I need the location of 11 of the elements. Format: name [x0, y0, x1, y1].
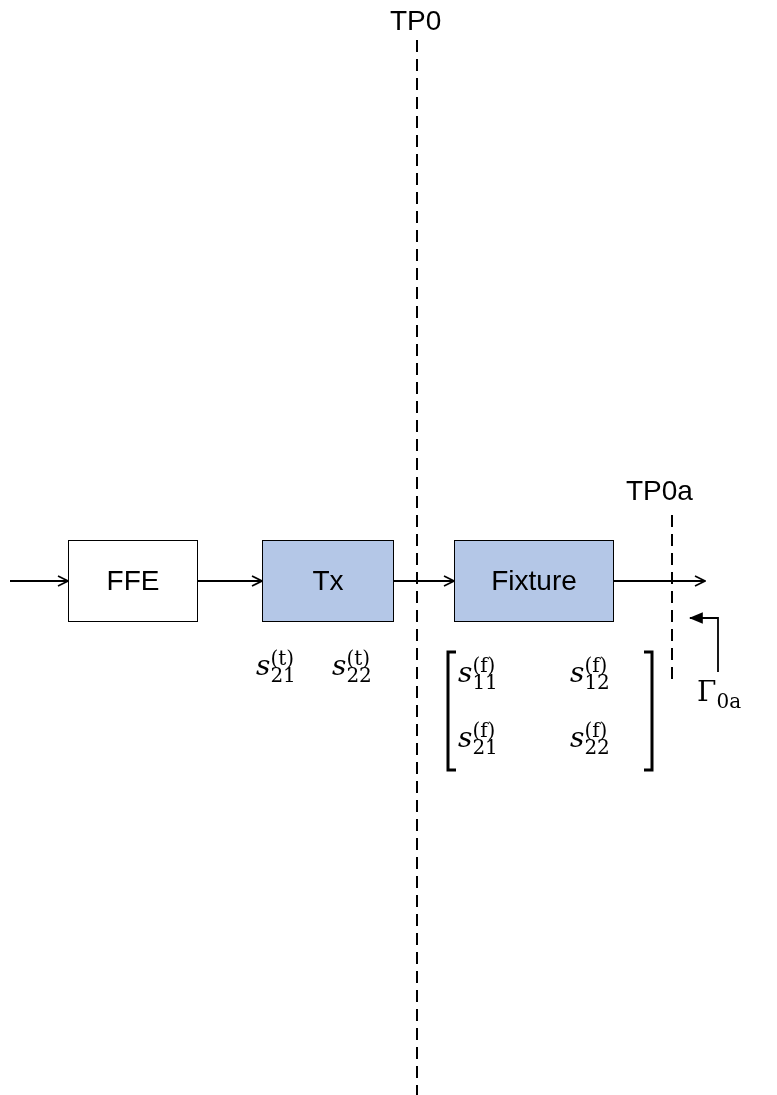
reflection-coefficient-label: Γ$_{0a}$ — [697, 678, 742, 711]
process-box: Fixture — [454, 540, 614, 622]
process-box: Tx — [262, 540, 394, 622]
process-box: FFE — [68, 540, 198, 622]
test-point-label: TP0 — [390, 5, 442, 37]
arrow — [393, 575, 455, 587]
test-point-label: TP0a — [626, 475, 693, 507]
arrow — [9, 575, 69, 587]
arrow — [197, 575, 263, 587]
arrow — [613, 575, 706, 587]
arrow — [688, 612, 719, 673]
